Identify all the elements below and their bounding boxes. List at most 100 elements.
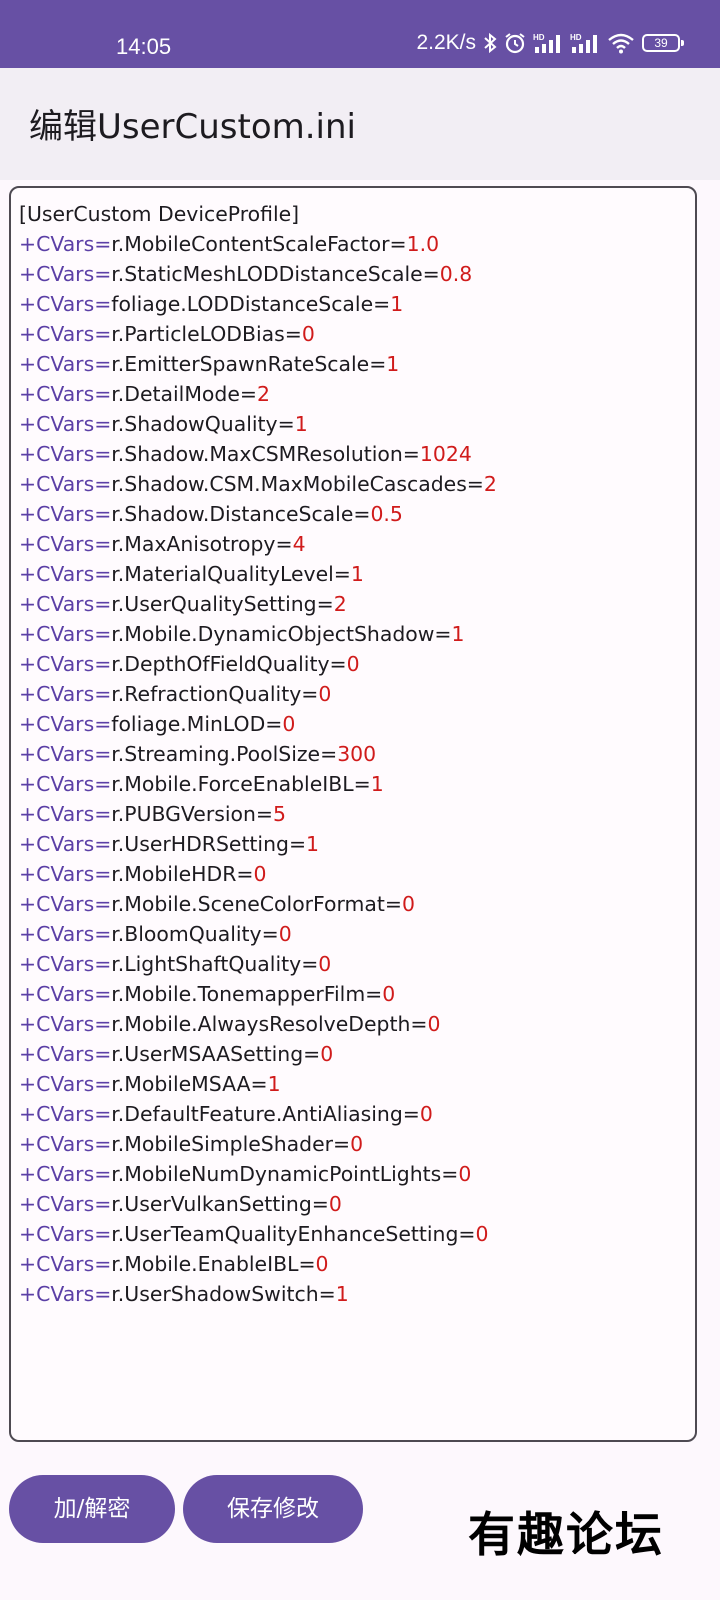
ini-line-prefix: +CVars=	[19, 1192, 112, 1216]
ini-line-key: r.StaticMeshLODDistanceScale=	[111, 262, 440, 286]
ini-line-value: 1	[294, 412, 308, 436]
ini-line-value: 0	[253, 862, 267, 886]
ini-line-prefix: +CVars=	[19, 502, 112, 526]
ini-line-value: 300	[337, 742, 377, 766]
ini-line-key: r.Shadow.DistanceScale=	[111, 502, 371, 526]
ini-line-prefix: +CVars=	[19, 652, 112, 676]
ini-line-key: r.DefaultFeature.AntiAliasing=	[111, 1102, 420, 1126]
ini-line-key: r.UserQualitySetting=	[111, 592, 334, 616]
net-speed: 2.2K/s	[416, 31, 476, 54]
ini-line-value: 0	[382, 982, 396, 1006]
ini-line: +CVars=r.Mobile.EnableIBL=0	[19, 1249, 687, 1279]
ini-line-prefix: +CVars=	[19, 742, 112, 766]
ini-line-prefix: +CVars=	[19, 442, 112, 466]
ini-line-prefix: +CVars=	[19, 592, 112, 616]
ini-line-prefix: +CVars=	[19, 802, 112, 826]
save-changes-button[interactable]: 保存修改	[183, 1475, 363, 1543]
ini-line-prefix: +CVars=	[19, 262, 112, 286]
ini-line-prefix: +CVars=	[19, 952, 112, 976]
ini-line-value: 0.8	[439, 262, 473, 286]
ini-line: +CVars=r.DepthOfFieldQuality=0	[19, 649, 687, 679]
ini-line-value: 0	[282, 712, 296, 736]
ini-line-prefix: +CVars=	[19, 352, 112, 376]
ini-line: +CVars=r.RefractionQuality=0	[19, 679, 687, 709]
ini-line-prefix: +CVars=	[19, 1042, 112, 1066]
ini-line: +CVars=r.UserQualitySetting=2	[19, 589, 687, 619]
ini-line: +CVars=r.Mobile.ForceEnableIBL=1	[19, 769, 687, 799]
ini-line-key: r.BloomQuality=	[111, 922, 279, 946]
ini-line-key: r.LightShaftQuality=	[111, 952, 319, 976]
ini-line: +CVars=r.Mobile.SceneColorFormat=0	[19, 889, 687, 919]
ini-line-key: foliage.LODDistanceScale=	[111, 292, 391, 316]
svg-text:HD: HD	[570, 33, 582, 42]
ini-line: +CVars=foliage.LODDistanceScale=1	[19, 289, 687, 319]
ini-line-value: 0	[350, 1132, 364, 1156]
ini-line-value: 2	[256, 382, 270, 406]
ini-line: +CVars=r.DefaultFeature.AntiAliasing=0	[19, 1099, 687, 1129]
watermark: 有趣论坛	[468, 1508, 664, 1563]
ini-line: +CVars=r.MaterialQualityLevel=1	[19, 559, 687, 589]
ini-line-prefix: +CVars=	[19, 1282, 112, 1306]
ini-section-header: [UserCustom DeviceProfile]	[19, 202, 300, 226]
hd-signal-icon-2: HD	[570, 33, 597, 53]
encrypt-decrypt-button[interactable]: 加/解密	[9, 1475, 175, 1543]
ini-line-key: r.Mobile.DynamicObjectShadow=	[111, 622, 452, 646]
app-bar: 编辑UserCustom.ini	[0, 68, 720, 180]
ini-line-prefix: +CVars=	[19, 562, 112, 586]
ini-line: +CVars=r.StaticMeshLODDistanceScale=0.8	[19, 259, 687, 289]
ini-line-value: 1.0	[406, 232, 440, 256]
ini-line-key: r.MaterialQualityLevel=	[111, 562, 351, 586]
ini-line-value: 1	[386, 352, 400, 376]
ini-line-value: 0	[475, 1222, 489, 1246]
ini-line-key: r.MobileNumDynamicPointLights=	[111, 1162, 459, 1186]
ini-editor[interactable]: [UserCustom DeviceProfile] +CVars=r.Mobi…	[9, 186, 697, 1442]
ini-line-value: 1024	[419, 442, 472, 466]
ini-line-value: 0	[301, 322, 315, 346]
ini-line: +CVars=r.ShadowQuality=1	[19, 409, 687, 439]
status-time: 14:05	[116, 34, 172, 59]
ini-line-prefix: +CVars=	[19, 472, 112, 496]
ini-line: +CVars=r.MobileSimpleShader=0	[19, 1129, 687, 1159]
ini-line: +CVars=r.ParticleLODBias=0	[19, 319, 687, 349]
ini-line-key: r.MobileMSAA=	[111, 1072, 268, 1096]
ini-line-key: foliage.MinLOD=	[111, 712, 283, 736]
ini-line-prefix: +CVars=	[19, 862, 112, 886]
ini-line: +CVars=r.MaxAnisotropy=4	[19, 529, 687, 559]
ini-line-key: r.MobileHDR=	[111, 862, 254, 886]
ini-line-value: 0.5	[370, 502, 403, 526]
ini-line-value: 4	[292, 532, 306, 556]
ini-line-prefix: +CVars=	[19, 412, 112, 436]
ini-line-prefix: +CVars=	[19, 532, 112, 556]
ini-line-key: r.MaxAnisotropy=	[111, 532, 293, 556]
ini-line-key: r.UserHDRSetting=	[111, 832, 307, 856]
ini-line: +CVars=r.BloomQuality=0	[19, 919, 687, 949]
ini-line-key: r.Shadow.MaxCSMResolution=	[111, 442, 420, 466]
ini-line: +CVars=r.PUBGVersion=5	[19, 799, 687, 829]
ini-line-prefix: +CVars=	[19, 1072, 112, 1096]
status-icons: 2.2K/s HD HD 39	[416, 31, 684, 55]
ini-line-key: r.Mobile.ForceEnableIBL=	[111, 772, 371, 796]
ini-line-value: 0	[278, 922, 292, 946]
ini-line: +CVars=r.Shadow.CSM.MaxMobileCascades=2	[19, 469, 687, 499]
ini-line: +CVars=r.Mobile.DynamicObjectShadow=1	[19, 619, 687, 649]
ini-line: +CVars=r.DetailMode=2	[19, 379, 687, 409]
ini-line-prefix: +CVars=	[19, 832, 112, 856]
svg-text:HD: HD	[533, 33, 545, 42]
ini-line-prefix: +CVars=	[19, 1012, 112, 1036]
ini-line-key: r.MobileContentScaleFactor=	[111, 232, 407, 256]
ini-line-key: r.Shadow.CSM.MaxMobileCascades=	[111, 472, 484, 496]
ini-line-value: 0	[458, 1162, 472, 1186]
ini-line: +CVars=r.Mobile.TonemapperFilm=0	[19, 979, 687, 1009]
ini-line-value: 0	[328, 1192, 342, 1216]
bluetooth-icon	[484, 32, 497, 54]
ini-line-value: 5	[273, 802, 286, 826]
ini-line: +CVars=r.MobileContentScaleFactor=1.0	[19, 229, 687, 259]
page-title: 编辑UserCustom.ini	[29, 107, 357, 147]
ini-line-key: r.RefractionQuality=	[111, 682, 319, 706]
ini-line-value: 1	[335, 1282, 349, 1306]
ini-line-value: 0	[427, 1012, 441, 1036]
ini-line-value: 2	[483, 472, 497, 496]
ini-line-key: r.DepthOfFieldQuality=	[111, 652, 347, 676]
ini-line: +CVars=r.UserHDRSetting=1	[19, 829, 687, 859]
ini-line-key: r.UserShadowSwitch=	[111, 1282, 336, 1306]
